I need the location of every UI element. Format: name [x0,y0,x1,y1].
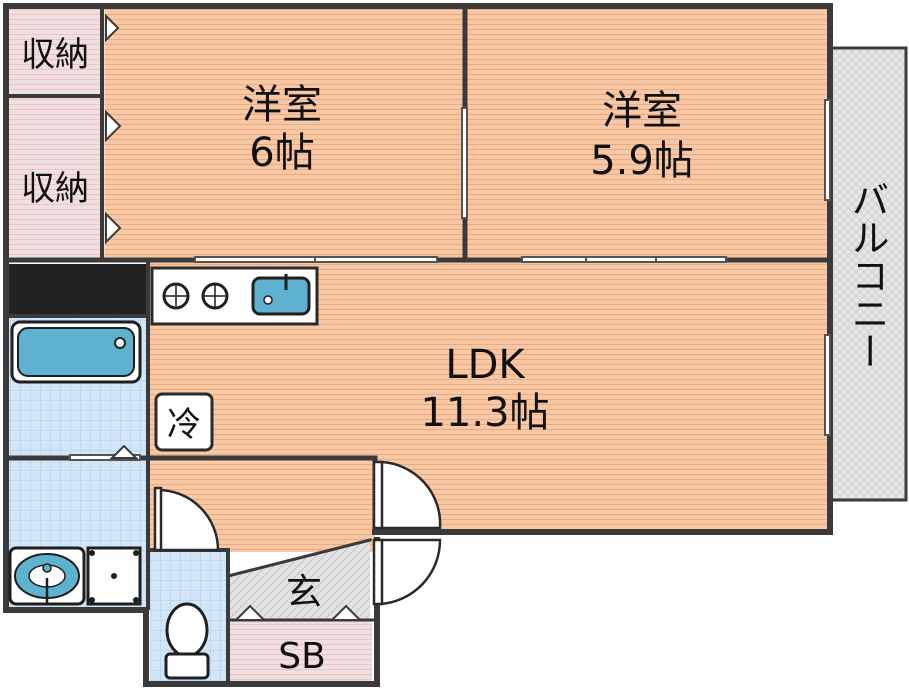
western-room-2-size: 5.9帖 [590,138,694,184]
balcony-label: バルコニー [845,180,889,370]
storage-lower-floor [8,96,105,260]
entrance-floor [228,540,370,620]
wash-basin-icon [8,546,86,606]
bath-door-marker [109,444,139,459]
door-swing-icon [153,460,442,606]
western-room-2-label: 洋室 [602,88,682,134]
western-room-1-label: 洋室 [242,82,322,128]
storage-upper-floor [8,8,105,96]
western-room-2-floor [465,8,828,260]
western-room-1-floor [105,8,465,260]
balcony-area [826,46,908,502]
kitchen-sink-icon [251,274,311,316]
storage-lower-label: 収納 [21,169,89,209]
toilet-icon [164,602,210,680]
refrigerator-label: 冷 [167,405,201,445]
stove-burner-icon [162,282,229,310]
bathtub-icon [10,320,142,384]
entrance-label: 玄 [286,572,322,613]
entrance-step-markers [233,604,363,621]
bath-storage-band [8,264,148,314]
ldk-label: LDK [445,342,526,388]
sliding-doors [69,99,831,461]
ldk-size: 11.3帖 [420,390,549,436]
western-room-1-size: 6帖 [249,130,314,176]
shoe-box-label: SB [278,636,326,677]
refrigerator-box [154,392,214,452]
storage-door-markers [105,13,122,245]
washing-machine-icon [86,546,142,606]
shoe-box-floor [228,620,372,682]
storage-upper-label: 収納 [21,35,89,75]
